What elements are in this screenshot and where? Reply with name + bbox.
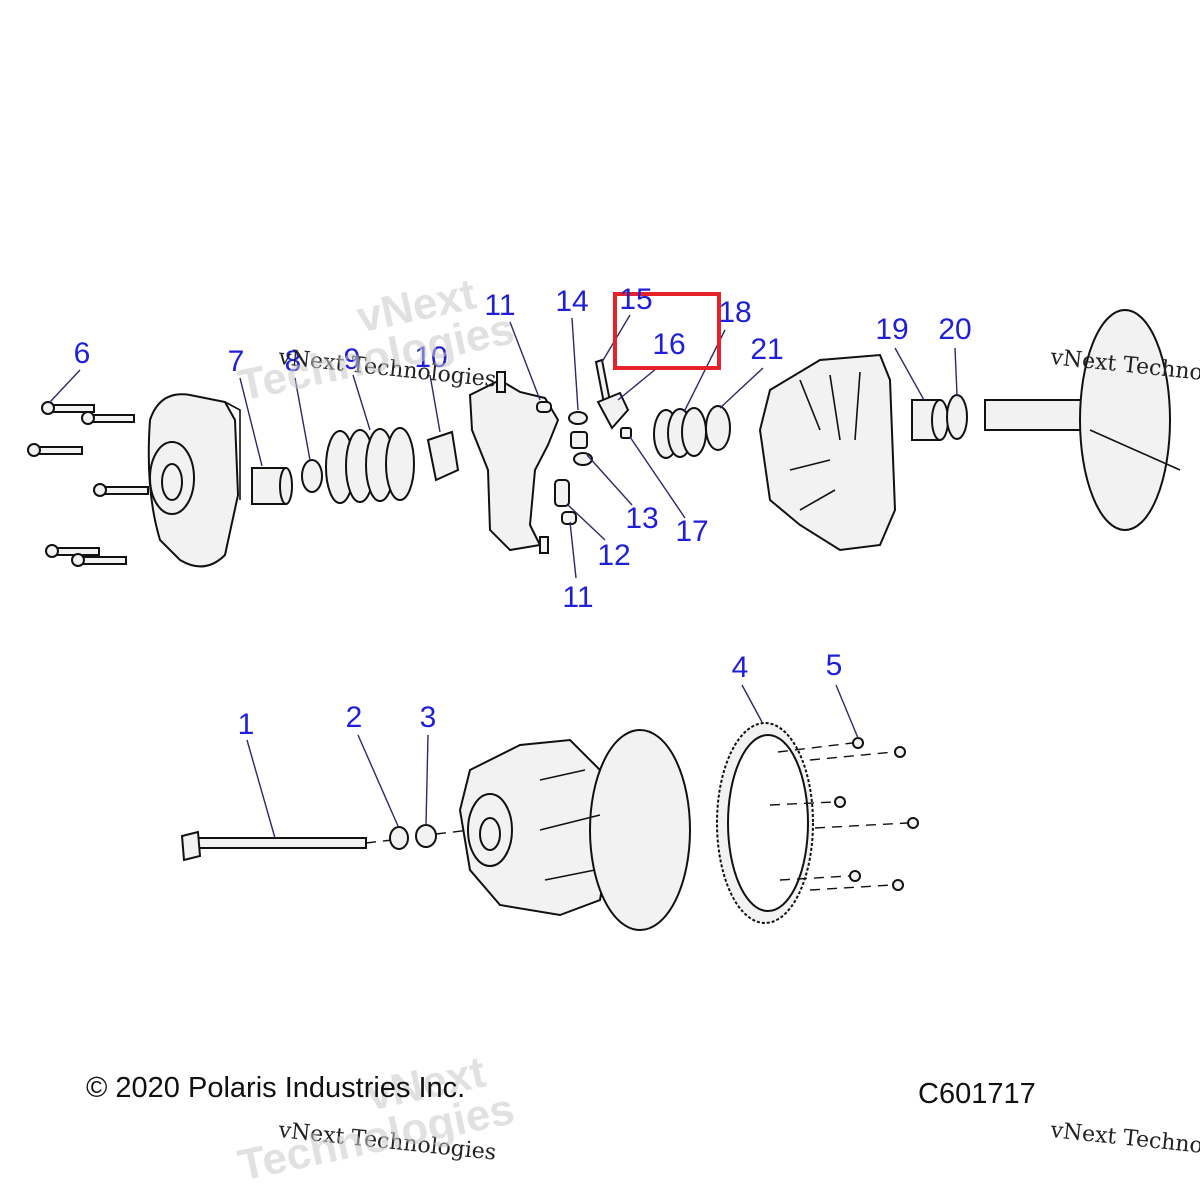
fixed-sheave[interactable]	[984, 309, 1181, 531]
callout-5[interactable]: 5	[825, 649, 843, 682]
callout-13[interactable]: 13	[625, 502, 659, 535]
ring-20[interactable]	[946, 394, 968, 440]
callout-17[interactable]: 17	[675, 515, 709, 548]
copyright-text: © 2020 Polaris Industries Inc.	[86, 1072, 466, 1104]
clutch-assembly[interactable]	[458, 729, 691, 931]
bolt-set-6[interactable]	[27, 401, 149, 567]
roller-17[interactable]	[620, 427, 632, 439]
callout-20[interactable]: 20	[938, 313, 972, 346]
callout-16[interactable]: 16	[652, 328, 686, 361]
callout-14[interactable]: 14	[555, 285, 589, 318]
callout-18[interactable]: 18	[718, 296, 752, 329]
ring-8[interactable]	[301, 459, 323, 493]
washer-13[interactable]	[573, 452, 593, 466]
callout-11-top[interactable]: 11	[484, 289, 516, 322]
callout-7[interactable]: 7	[227, 345, 245, 378]
weight-16[interactable]	[596, 391, 630, 430]
callout-8[interactable]: 8	[284, 345, 302, 378]
callout-6[interactable]: 6	[73, 337, 91, 370]
screw-set-5[interactable]	[834, 737, 919, 891]
ring-gear-4[interactable]	[716, 722, 814, 924]
spring-18[interactable]	[653, 407, 707, 459]
pin-12[interactable]	[554, 479, 570, 507]
callout-3[interactable]: 3	[419, 701, 437, 734]
callout-12[interactable]: 12	[597, 539, 631, 572]
top-leader-lines	[49, 314, 958, 579]
roller-11-top[interactable]	[536, 401, 552, 413]
diagram-code: C601717	[918, 1078, 1036, 1110]
callout-1[interactable]: 1	[237, 708, 255, 741]
retainer-10[interactable]	[426, 430, 460, 482]
callout-21[interactable]: 21	[750, 333, 784, 366]
callout-2[interactable]: 2	[345, 701, 363, 734]
spacer-3[interactable]	[415, 824, 437, 848]
roller-13[interactable]	[570, 431, 588, 449]
callout-4[interactable]: 4	[731, 651, 749, 684]
screw-alignment-lines	[769, 742, 908, 891]
callout-9[interactable]: 9	[343, 343, 361, 376]
callout-10[interactable]: 10	[414, 341, 448, 374]
spider[interactable]	[468, 371, 560, 554]
movable-sheave[interactable]	[758, 353, 897, 552]
callout-15[interactable]: 15	[619, 283, 653, 316]
spring-9[interactable]	[325, 427, 415, 504]
washer-14[interactable]	[568, 411, 588, 425]
bushing-7[interactable]	[251, 467, 293, 505]
cover-plate[interactable]	[147, 393, 241, 568]
washer-2[interactable]	[389, 826, 409, 850]
callout-11-bottom[interactable]: 11	[562, 581, 594, 614]
bushing-19[interactable]	[911, 399, 949, 441]
roller-11-bottom[interactable]	[561, 511, 577, 525]
bolt-1[interactable]	[180, 830, 367, 862]
bottom-leader-lines	[246, 684, 859, 839]
callout-19[interactable]: 19	[875, 313, 909, 346]
washer-21[interactable]	[705, 405, 731, 451]
highlight-box	[613, 292, 721, 370]
